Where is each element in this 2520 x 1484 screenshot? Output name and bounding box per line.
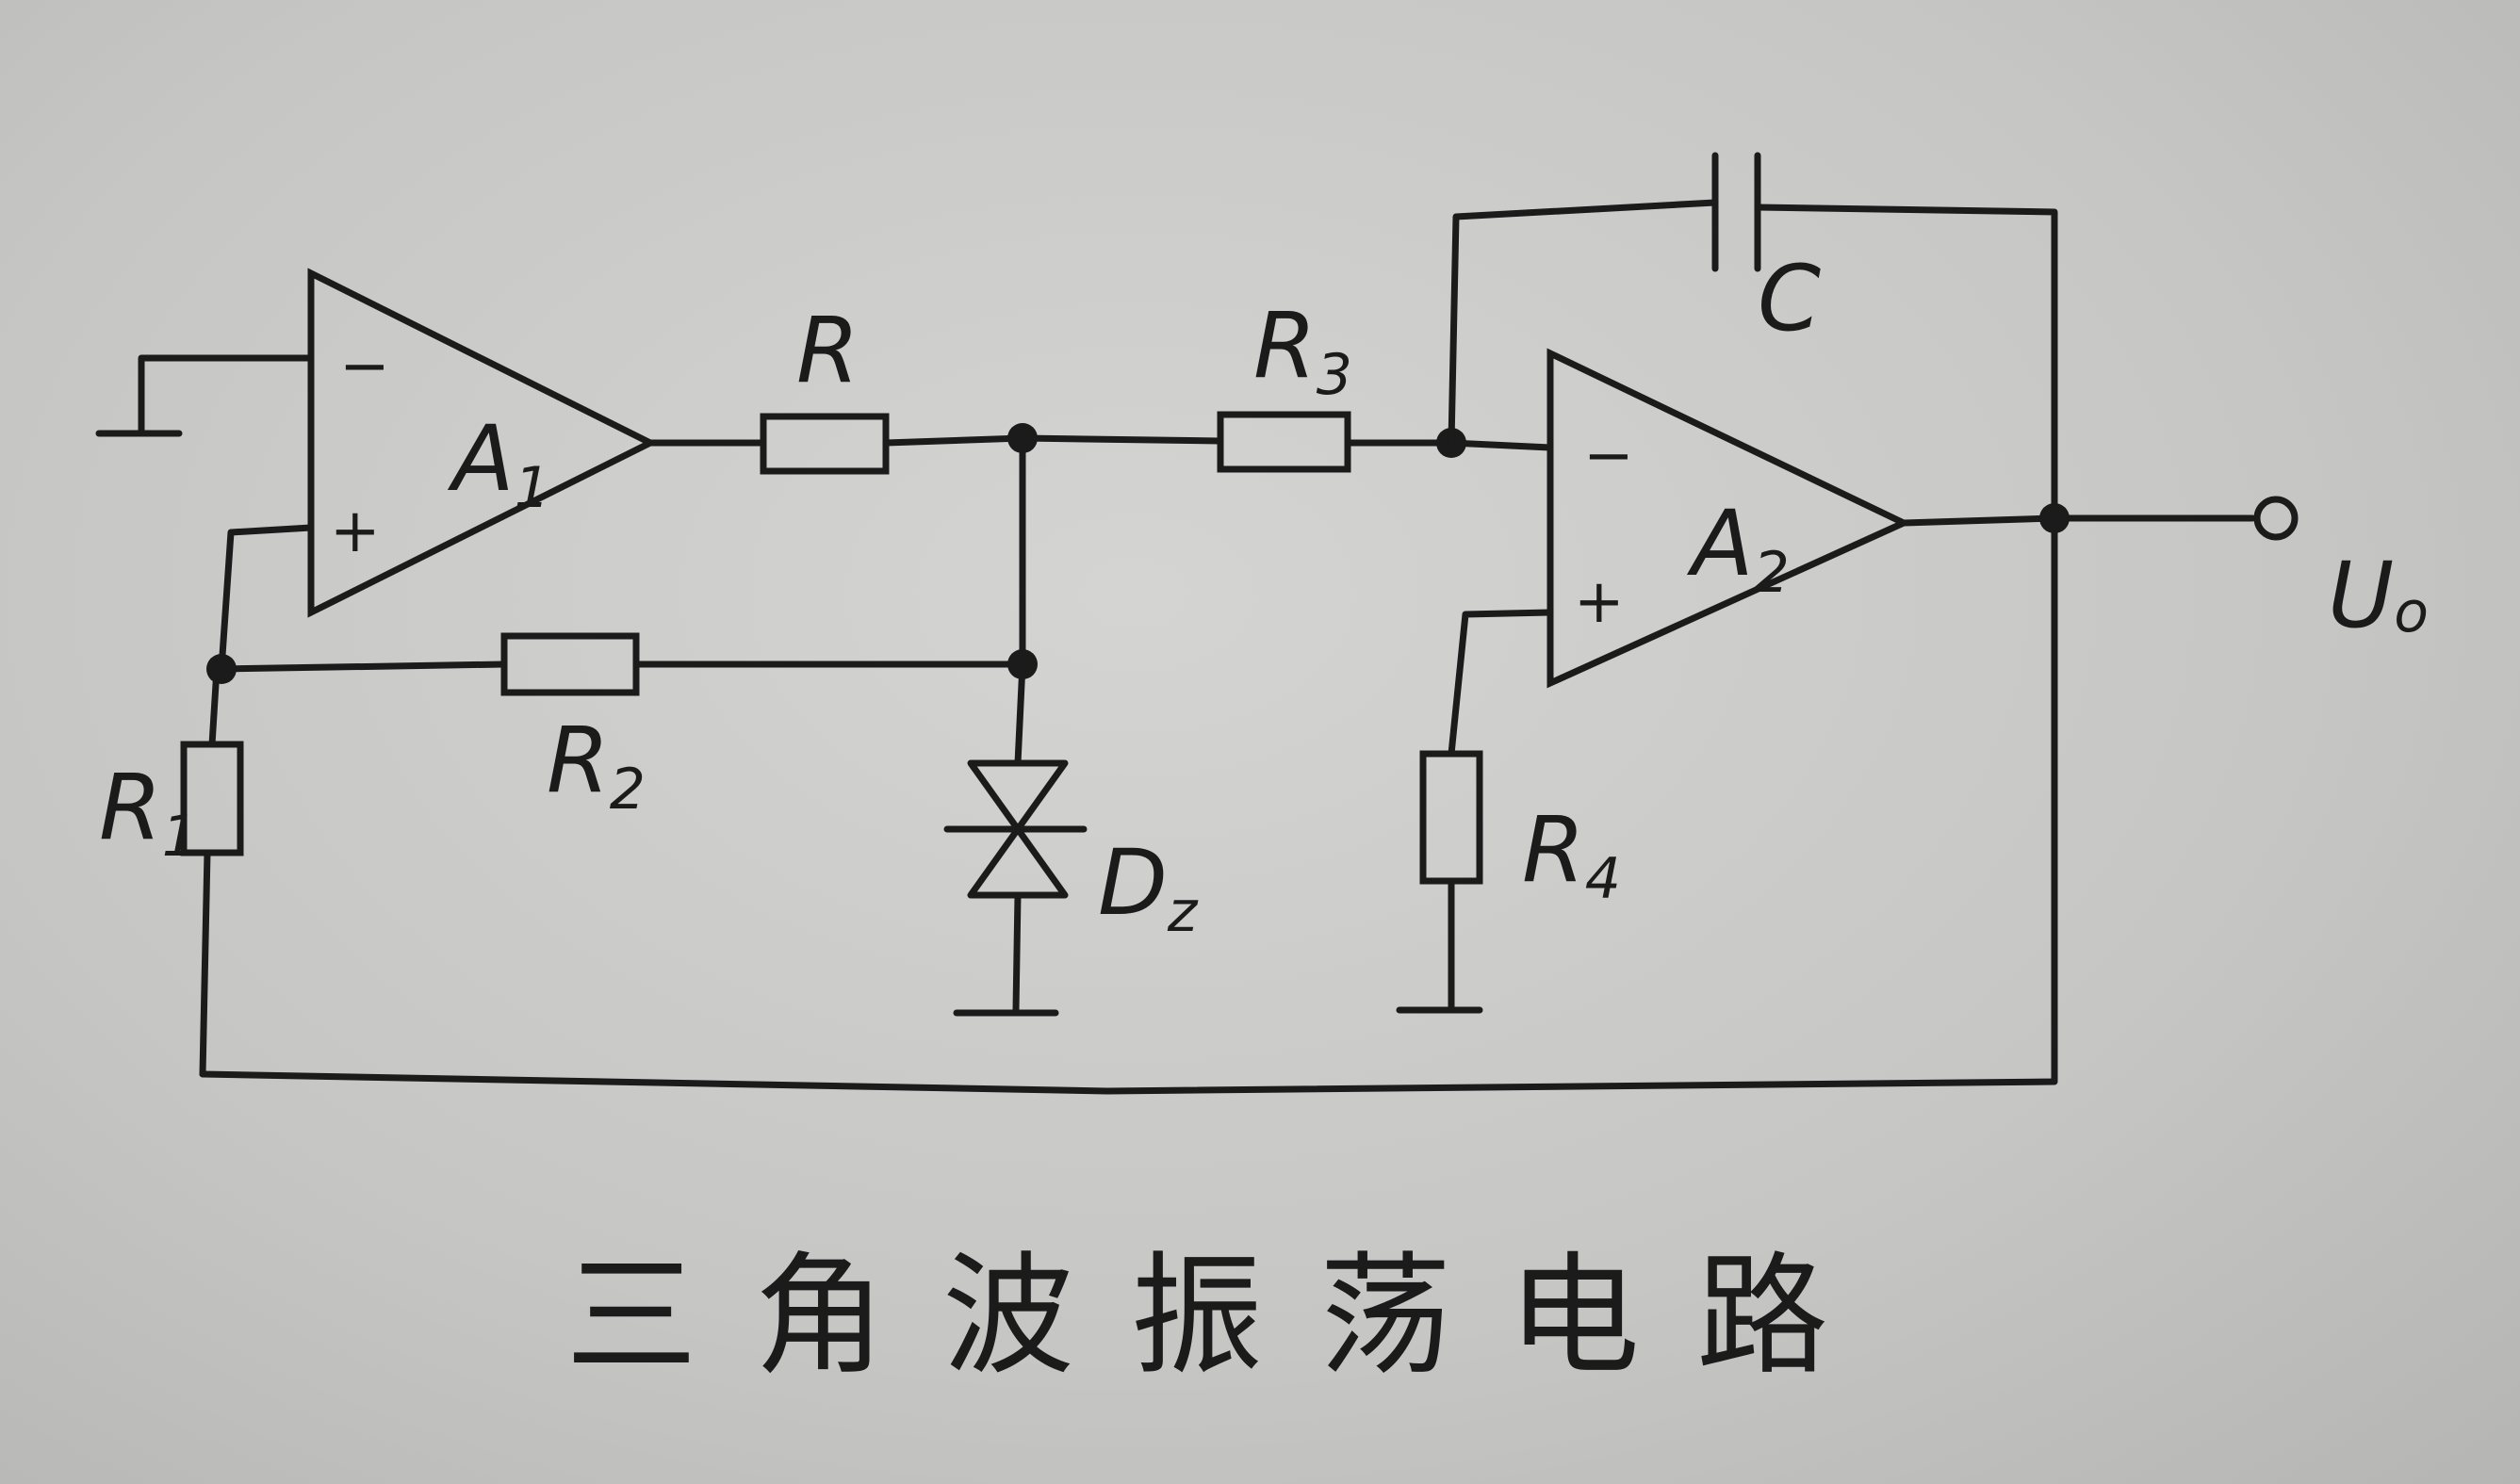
- resistor-r2-body: [500, 632, 640, 696]
- resistor-r-body: [760, 413, 890, 475]
- opamp-a2: − + A2: [1546, 348, 1912, 689]
- opamp-a1-triangle: [307, 268, 658, 618]
- opamp-a1-plus: +: [330, 497, 381, 566]
- resistor-r1-body: [180, 741, 244, 856]
- resistor-r3-body: [1217, 411, 1351, 473]
- resistor-r-label: R: [796, 298, 859, 403]
- resistor-r4: R4: [1396, 609, 1621, 1014]
- resistor-r2: R2: [218, 632, 1026, 823]
- resistor-r4-body: [1419, 750, 1483, 885]
- opamp-a2-plus: +: [1574, 567, 1625, 637]
- output-terminal: [2253, 496, 2299, 541]
- resistor-r2-label: R2: [547, 708, 646, 823]
- resistor-r3: R3: [1019, 293, 1455, 473]
- diagram-title: 三角波振荡电路: [565, 1240, 1885, 1394]
- resistor-r3-label: R3: [1253, 293, 1352, 408]
- zener-dz: Dz: [943, 660, 1199, 1017]
- zener-dz-label: Dz: [1098, 830, 1199, 945]
- output-label: Uo: [2328, 543, 2429, 648]
- resistor-r1: R1: [99, 665, 244, 1078]
- resistor-r1-label: R1: [99, 755, 198, 870]
- capacitor-c-label: C: [1758, 246, 1821, 351]
- opamp-a2-triangle: [1546, 348, 1912, 689]
- opamp-a2-minus: −: [1583, 421, 1634, 491]
- opamp-a1-label: A1: [447, 406, 550, 521]
- opamp-a1: − + A1: [307, 268, 658, 618]
- capacitor-c: C: [1448, 152, 2058, 522]
- ground-a1: [95, 354, 315, 437]
- resistor-r: R: [646, 298, 1026, 475]
- feedback-wire: [199, 514, 2058, 1095]
- resistor-r4-label: R4: [1522, 797, 1621, 912]
- opamp-a1-minus: −: [339, 332, 390, 401]
- opamp-a2-label: A2: [1686, 491, 1790, 606]
